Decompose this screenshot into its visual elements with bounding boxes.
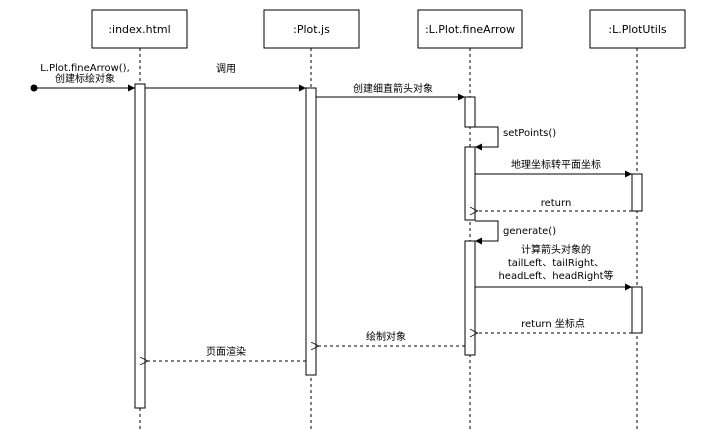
draw-object-label: 绘制对象 — [366, 330, 406, 343]
generate-arrow — [475, 220, 499, 245]
activation-plot — [305, 87, 317, 376]
activation-finearrow-1 — [464, 96, 476, 128]
initial-message-label-1: L.Plot.fineArrow(), — [40, 63, 130, 74]
participant-index-label: :index.html — [108, 23, 170, 36]
compute-label-2: tailLeft、tailRight、 — [508, 258, 604, 269]
activation-finearrow-2 — [464, 146, 476, 221]
participant-plotutils: :L.PlotUtils — [589, 9, 686, 49]
set-points-arrow — [475, 126, 499, 151]
participant-plot: :Plot.js — [263, 9, 360, 49]
compute-label-1: 计算箭头对象的 — [521, 243, 591, 256]
activation-finearrow-3 — [464, 240, 476, 356]
generate-label: generate() — [503, 226, 556, 237]
activation-index — [134, 83, 146, 409]
create-label: 创建细直箭头对象 — [353, 82, 433, 95]
participant-index: :index.html — [91, 9, 188, 49]
participant-finearrow: :L.Plot.fineArrow — [417, 9, 523, 49]
geo-to-plane-label: 地理坐标转平面坐标 — [511, 158, 601, 171]
initial-message-label-2: 创建标绘对象 — [55, 72, 115, 85]
compute-label-3: headLeft、headRight等 — [498, 269, 613, 282]
participant-plotutils-label: :L.PlotUtils — [608, 23, 667, 36]
return-label-2: return 坐标点 — [521, 318, 585, 330]
set-points-label: setPoints() — [503, 128, 556, 139]
participant-plot-label: :Plot.js — [293, 23, 330, 36]
page-render-label: 页面渲染 — [206, 345, 246, 358]
participant-finearrow-label: :L.Plot.fineArrow — [425, 23, 515, 36]
activation-plotutils-2 — [631, 286, 643, 334]
call-label: 调用 — [216, 63, 236, 75]
return-label-1: return — [541, 198, 572, 209]
activation-plotutils-1 — [631, 173, 643, 212]
